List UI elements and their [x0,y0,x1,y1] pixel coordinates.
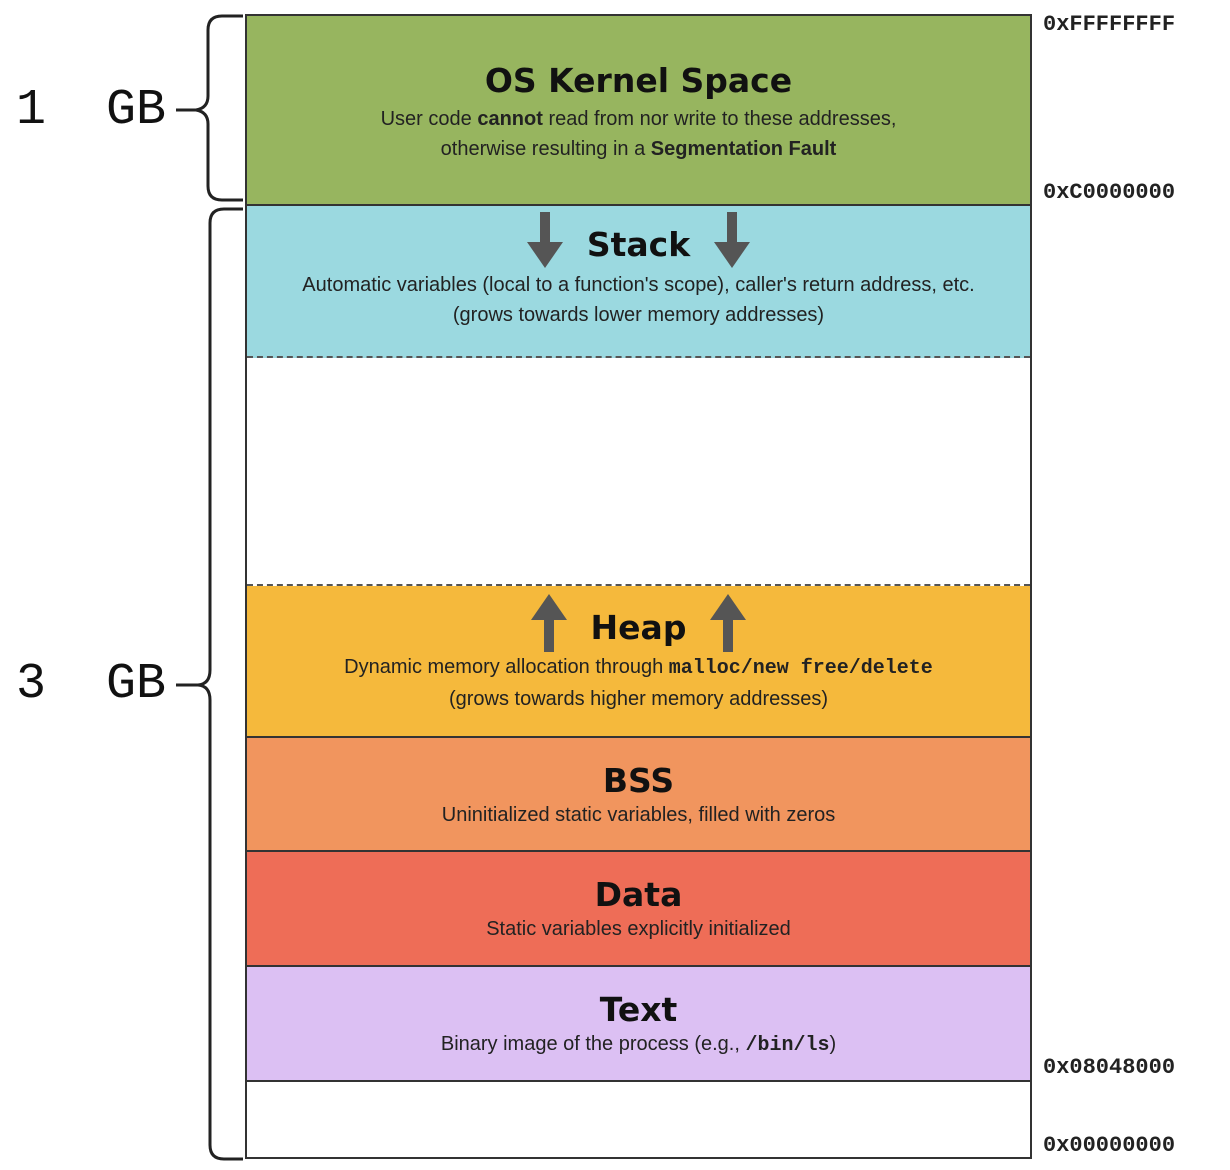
heap-desc-line1: Dynamic memory allocation through malloc… [247,652,1030,684]
bss-title: BSS [602,761,675,800]
arrow-down-icon [526,212,563,268]
heap-desc-code: malloc/new free/delete [668,657,933,680]
arrow-down-icon [714,212,751,268]
text-title: Text [599,990,678,1029]
address-bottom: 0x00000000 [1043,1133,1176,1158]
kernel-desc-line1: User code cannot read from nor write to … [247,104,1030,134]
stack-title-row: Stack [247,212,1030,270]
text-desc: Binary image of the process (e.g., /bin/… [247,1029,1030,1061]
segment-text: Text Binary image of the process (e.g., … [247,967,1030,1082]
user-size-label: 3 GB [16,656,167,713]
segment-kernel-space: OS Kernel Space User code cannot read fr… [247,16,1030,206]
heap-desc-line2: (grows towards higher memory addresses) [448,688,829,710]
kernel-desc-bold: cannot [477,107,543,130]
data-title: Data [594,875,683,914]
stack-title: Stack [586,225,691,265]
text-desc-code: /bin/ls [745,1033,830,1057]
kernel-size-label: 1 GB [16,82,167,139]
bss-desc: Uninitialized static variables, filled w… [441,803,836,826]
segment-bss: BSS Uninitialized static variables, fill… [247,738,1030,852]
kernel-desc-text: otherwise resulting in a [440,137,651,160]
segment-stack: Stack Automatic variables (local to a fu… [247,206,1030,358]
kernel-desc-text: read from nor write to these addresses, [542,107,897,130]
stack-desc-line2: (grows towards lower memory addresses) [452,304,825,326]
segment-reserved-low [247,1082,1030,1157]
segment-unused-gap [247,358,1030,586]
arrow-up-icon [710,594,747,652]
kernel-desc-text: User code [380,107,478,130]
segment-data: Data Static variables explicitly initial… [247,852,1030,967]
heap-title-row: Heap [247,594,1030,652]
address-text-start: 0x08048000 [1043,1055,1176,1080]
segment-heap: Heap Dynamic memory allocation through m… [247,586,1030,738]
user-brace [176,207,243,1161]
text-desc-text: ) [829,1032,837,1055]
memory-layout: OS Kernel Space User code cannot read fr… [245,14,1032,1159]
text-desc-text: Binary image of the process (e.g., [440,1032,746,1055]
address-top: 0xFFFFFFFF [1043,12,1176,37]
kernel-desc-line2: otherwise resulting in a Segmentation Fa… [247,134,1030,164]
heap-desc-text: Dynamic memory allocation through [344,656,669,678]
heap-title: Heap [590,608,687,648]
data-desc: Static variables explicitly initialized [486,917,791,940]
stack-desc-line1: Automatic variables (local to a function… [302,274,975,296]
kernel-desc-bold: Segmentation Fault [650,137,837,160]
arrow-up-icon [530,594,567,652]
kernel-brace [176,14,243,202]
address-kernel-start: 0xC0000000 [1043,180,1176,205]
kernel-title: OS Kernel Space [484,61,793,100]
